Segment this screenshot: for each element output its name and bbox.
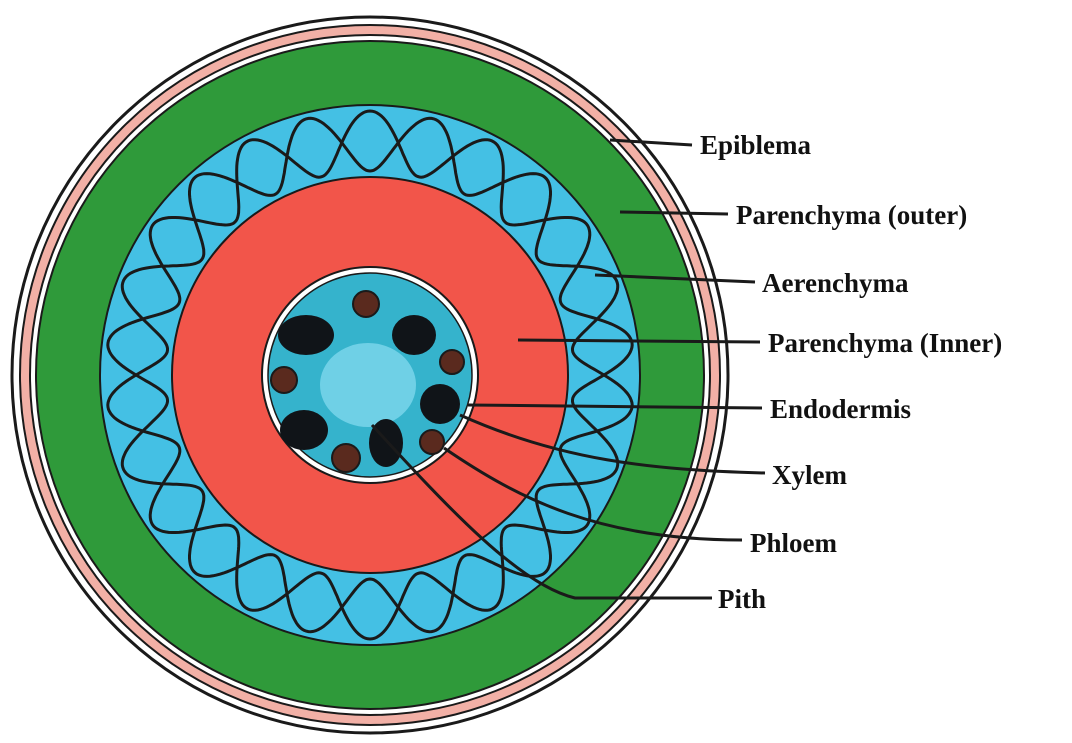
leader-line-parenchyma-inner — [518, 340, 760, 342]
label-aerenchyma: Aerenchyma — [762, 268, 909, 298]
label-phloem: Phloem — [750, 528, 837, 558]
phloem-bundle — [271, 367, 297, 393]
xylem-bundle — [280, 410, 328, 450]
label-parenchyma-inner: Parenchyma (Inner) — [768, 328, 1002, 358]
phloem-bundle — [420, 430, 444, 454]
label-xylem: Xylem — [772, 460, 847, 490]
xylem-bundle — [278, 315, 334, 355]
label-pith: Pith — [718, 584, 766, 614]
phloem-bundle — [332, 444, 360, 472]
phloem-bundle — [353, 291, 379, 317]
label-parenchyma-outer: Parenchyma (outer) — [736, 200, 967, 230]
label-endodermis: Endodermis — [770, 394, 911, 424]
pith-center — [320, 343, 416, 427]
leader-line-parenchyma-outer — [620, 212, 728, 214]
xylem-bundle — [392, 315, 436, 355]
xylem-bundle — [420, 384, 460, 424]
label-epiblema: Epiblema — [700, 130, 812, 160]
phloem-bundle — [440, 350, 464, 374]
